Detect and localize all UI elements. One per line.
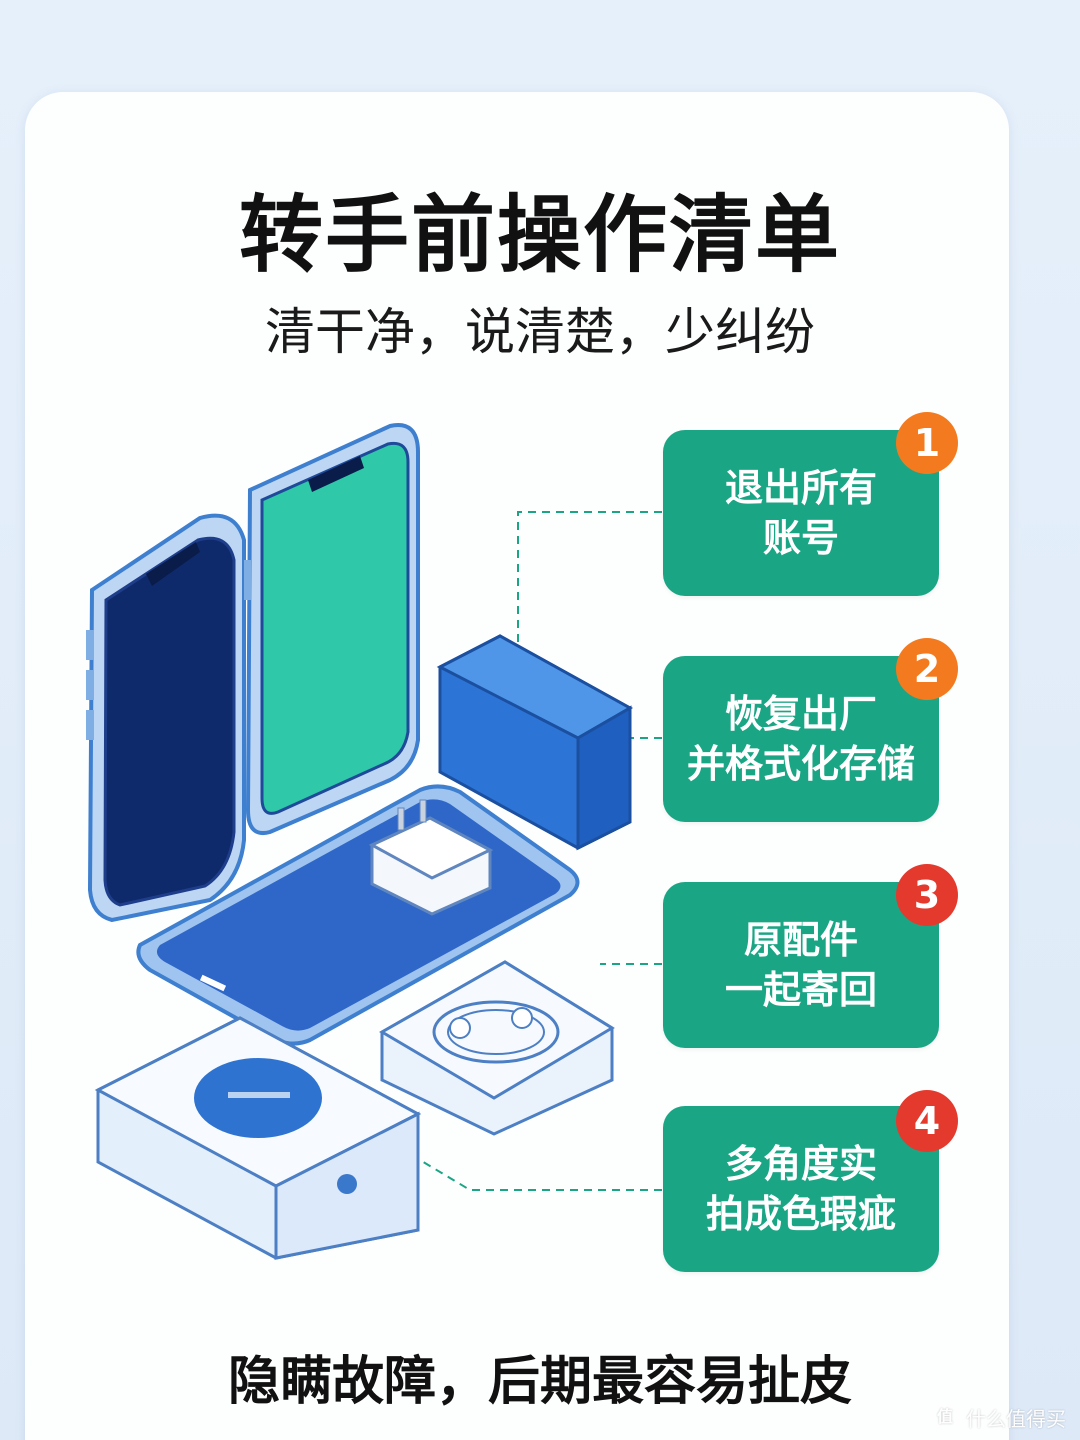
apple-logo-icon: [337, 1174, 357, 1194]
step-text-4: 多角度实 拍成色瑕疵: [705, 1142, 896, 1236]
earphone-box-graphic: [379, 960, 615, 1136]
connector-line-4: [419, 1159, 662, 1191]
product-box-graphic: [94, 1016, 422, 1260]
page-subtitle: 清干净，说清楚，少纠纷: [265, 303, 815, 361]
watermark: 值 什么值得买: [930, 1402, 1066, 1432]
step-text-2: 恢复出厂 并格式化存储: [686, 692, 915, 786]
step-text-3: 原配件 一起寄回: [724, 918, 877, 1012]
right-phone-graphic: [244, 423, 420, 835]
step-badge-3: 3: [896, 864, 958, 926]
step-text-1: 退出所有 账号: [724, 466, 877, 560]
page-title: 转手前操作清单: [238, 186, 841, 284]
step-card-4: 多角度实 拍成色瑕疵: [663, 1106, 939, 1272]
watermark-text: 什么值得买: [966, 1406, 1066, 1431]
devices-illustration: [86, 423, 662, 1260]
step-card-1: 退出所有 账号: [663, 430, 939, 596]
step-badge-1: 1: [896, 412, 958, 474]
step-card-2: 恢复出厂 并格式化存储: [663, 656, 939, 822]
step-card-3: 原配件 一起寄回: [663, 882, 939, 1048]
blue-box-graphic: [436, 634, 634, 851]
watermark-logo-icon: 值: [930, 1402, 960, 1432]
connector-line-1: [517, 511, 662, 690]
footer-warning: 隐瞒故障，后期最容易扯皮: [227, 1352, 852, 1412]
left-phone-graphic: [86, 513, 246, 923]
step-badge-4: 4: [896, 1090, 958, 1152]
charger-graphic: [368, 799, 494, 916]
step-badge-2: 2: [896, 638, 958, 700]
